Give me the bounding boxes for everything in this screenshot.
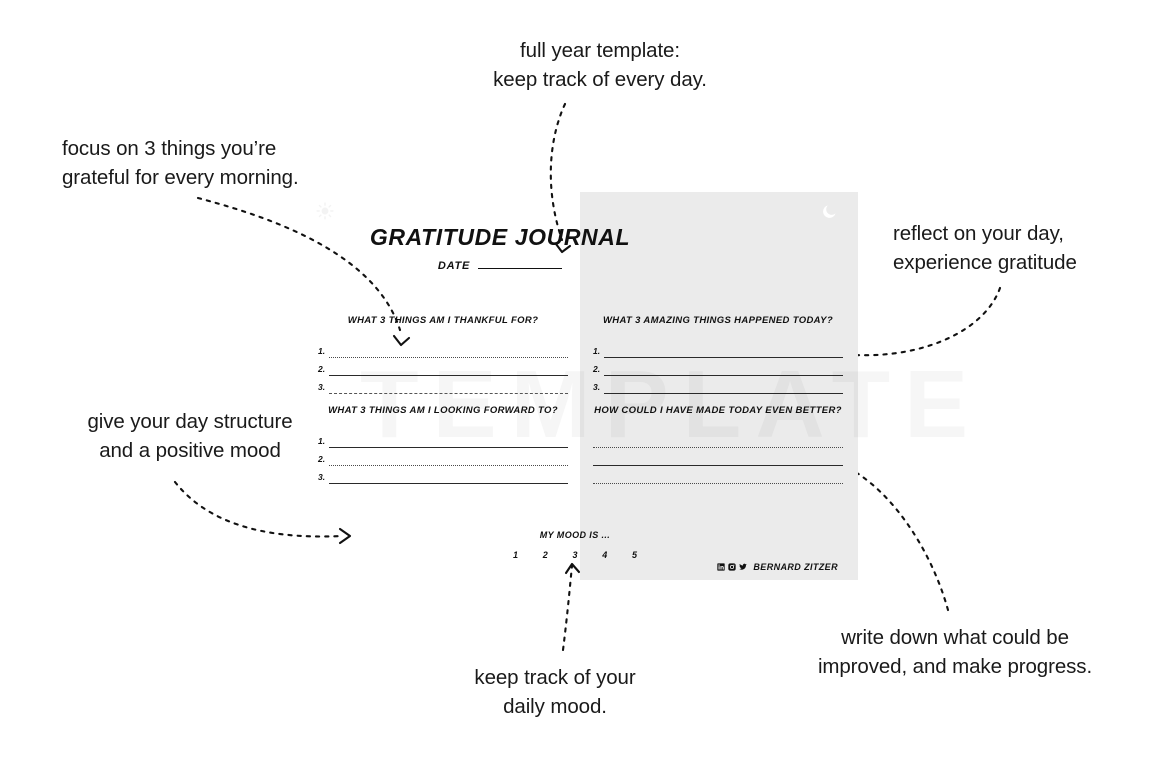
linkedin-icon[interactable] <box>717 563 726 571</box>
line-number: 2. <box>318 364 326 374</box>
line-number: 2. <box>593 364 601 374</box>
instagram-icon[interactable] <box>728 563 737 571</box>
line-number: 3. <box>318 472 326 482</box>
callout-left-lower: give your day structure and a positive m… <box>87 410 293 462</box>
line-row[interactable] <box>593 448 843 466</box>
line-number: 3. <box>318 382 326 392</box>
write-line[interactable] <box>593 446 843 448</box>
mood-scale: 1 2 3 4 5 <box>505 550 645 560</box>
mood-title: MY MOOD IS ... <box>539 530 611 540</box>
line-number: 2. <box>318 454 326 464</box>
block-title-even-better: HOW COULD I HAVE MADE TODAY EVEN BETTER? <box>594 405 842 416</box>
date-label: DATE <box>437 260 471 272</box>
write-line[interactable] <box>329 464 568 466</box>
write-line[interactable] <box>329 482 568 484</box>
sun-icon <box>316 202 334 220</box>
line-row[interactable]: 2. <box>318 358 568 376</box>
journal-title: GRATITUDE JOURNAL <box>369 224 631 250</box>
line-row[interactable]: 3. <box>318 466 568 484</box>
line-number: 1. <box>593 346 601 356</box>
line-row[interactable]: 1. <box>318 430 568 448</box>
arrow-path-right-upper <box>853 286 1002 357</box>
line-number: 1. <box>318 346 326 356</box>
mood-option-3[interactable]: 3 <box>572 550 578 560</box>
callout-bottom-right: write down what could be improved, and m… <box>817 626 1093 678</box>
line-row[interactable]: 2. <box>318 448 568 466</box>
date-input[interactable] <box>478 268 563 269</box>
line-row[interactable] <box>593 430 843 448</box>
callout-top-left: focus on 3 things you’re grateful for ev… <box>62 137 299 189</box>
block-title-thankful: WHAT 3 THINGS AM I THANKFUL FOR? <box>347 315 539 326</box>
block-title-looking-forward: WHAT 3 THINGS AM I LOOKING FORWARD TO? <box>328 405 558 416</box>
twitter-icon[interactable] <box>739 563 748 571</box>
callout-right-upper: reflect on your day, experience gratitud… <box>893 222 1077 274</box>
line-row[interactable]: 2. <box>593 358 843 376</box>
line-row[interactable]: 3. <box>593 376 843 394</box>
journal-sheet: TEMPLATE GRATITUDE JOURNAL DATE <box>300 190 860 580</box>
block-title-amazing: WHAT 3 AMAZING THINGS HAPPENED TODAY? <box>602 315 834 326</box>
write-line[interactable] <box>604 392 843 394</box>
write-line[interactable] <box>329 392 568 394</box>
write-line[interactable] <box>329 446 568 448</box>
line-row[interactable] <box>593 466 843 484</box>
block-looking-forward: WHAT 3 THINGS AM I LOOKING FORWARD TO? 1… <box>318 405 568 484</box>
footer-credit: BERNARD ZITZER <box>717 562 838 572</box>
write-line[interactable] <box>329 356 568 358</box>
line-row[interactable]: 1. <box>593 340 843 358</box>
write-line[interactable] <box>604 374 843 376</box>
block-even-better: HOW COULD I HAVE MADE TODAY EVEN BETTER? <box>593 405 843 484</box>
write-line[interactable] <box>604 356 843 358</box>
line-number: 1. <box>318 436 326 446</box>
author-name: BERNARD ZITZER <box>753 562 838 572</box>
line-row[interactable]: 1. <box>318 340 568 358</box>
line-number: 3. <box>593 382 601 392</box>
mood-option-1[interactable]: 1 <box>513 550 519 560</box>
write-line[interactable] <box>329 374 568 376</box>
write-line[interactable] <box>593 464 843 466</box>
journal-shaded-half <box>580 192 858 580</box>
block-thankful: WHAT 3 THINGS AM I THANKFUL FOR? 1. 2. 3… <box>318 315 568 394</box>
callout-bottom-center: keep track of your daily mood. <box>474 666 636 718</box>
mood-option-2[interactable]: 2 <box>542 550 548 560</box>
moon-icon <box>823 205 836 218</box>
mood-option-5[interactable]: 5 <box>631 550 637 560</box>
mood-section: MY MOOD IS ... 1 2 3 4 5 <box>505 530 645 560</box>
date-row: DATE <box>300 258 700 276</box>
line-row[interactable]: 3. <box>318 376 568 394</box>
write-line[interactable] <box>593 482 843 484</box>
block-amazing: WHAT 3 AMAZING THINGS HAPPENED TODAY? 1.… <box>593 315 843 394</box>
mood-option-4[interactable]: 4 <box>602 550 608 560</box>
callout-top-center: full year template: keep track of every … <box>493 39 707 91</box>
